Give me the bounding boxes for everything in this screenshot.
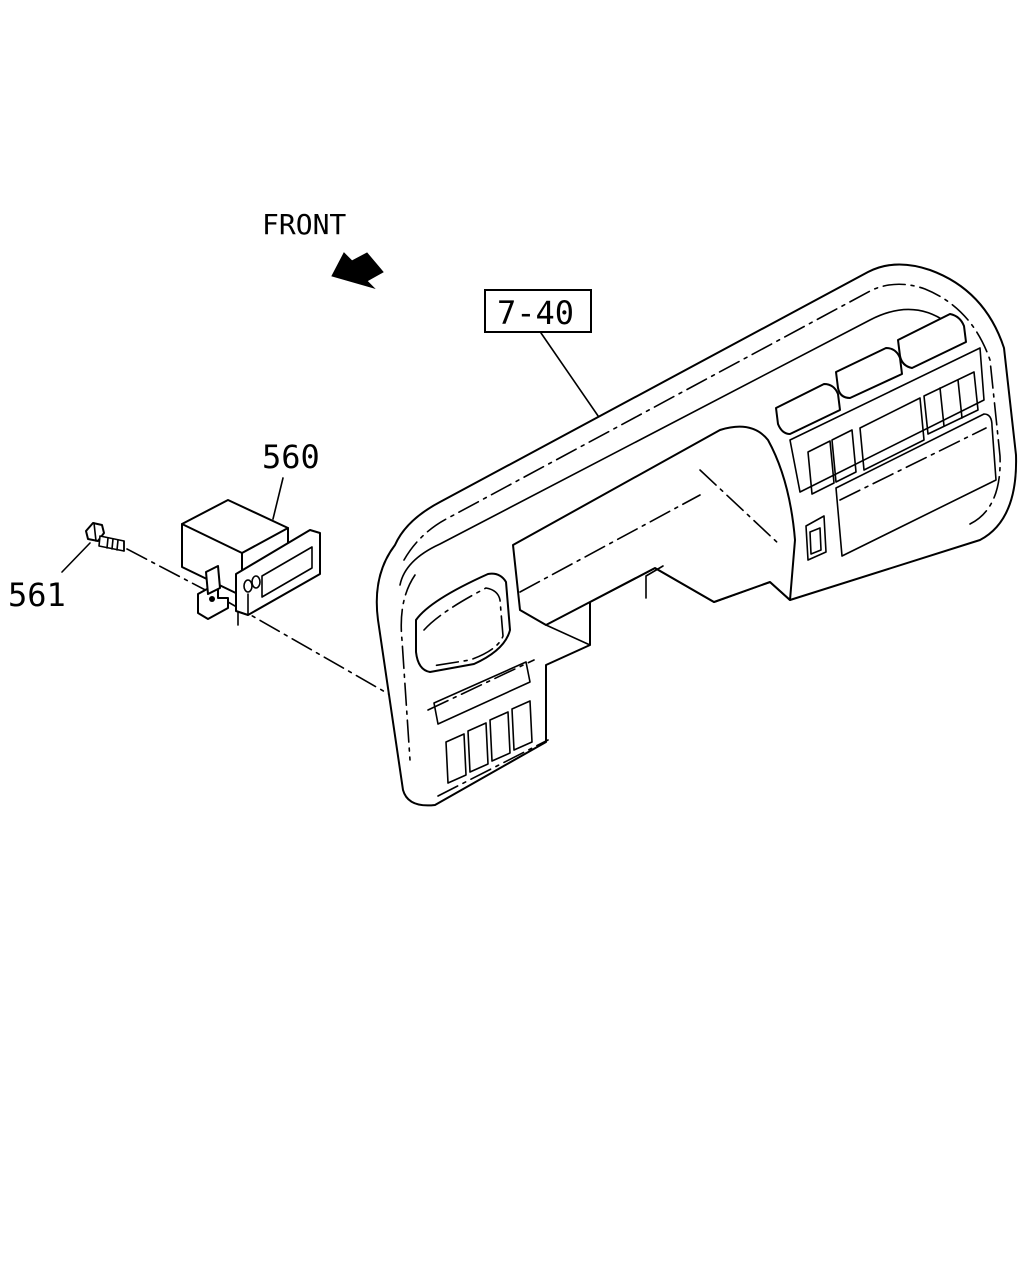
callout-561[interactable]: 561 <box>8 576 66 614</box>
leader-line-7-40 <box>540 332 606 427</box>
callout-560[interactable]: 560 <box>262 438 320 476</box>
bolt-561 <box>85 522 125 552</box>
leader-line-560 <box>272 477 284 520</box>
relay-560 <box>181 499 321 626</box>
instrument-panel-7-40 <box>375 263 1018 807</box>
callout-7-40[interactable]: 7-40 <box>497 294 574 332</box>
arrow-front-icon <box>331 252 384 290</box>
callout-box-7-40 <box>484 289 592 333</box>
leader-line-561 <box>61 542 91 573</box>
front-label: FRONT <box>262 208 346 241</box>
